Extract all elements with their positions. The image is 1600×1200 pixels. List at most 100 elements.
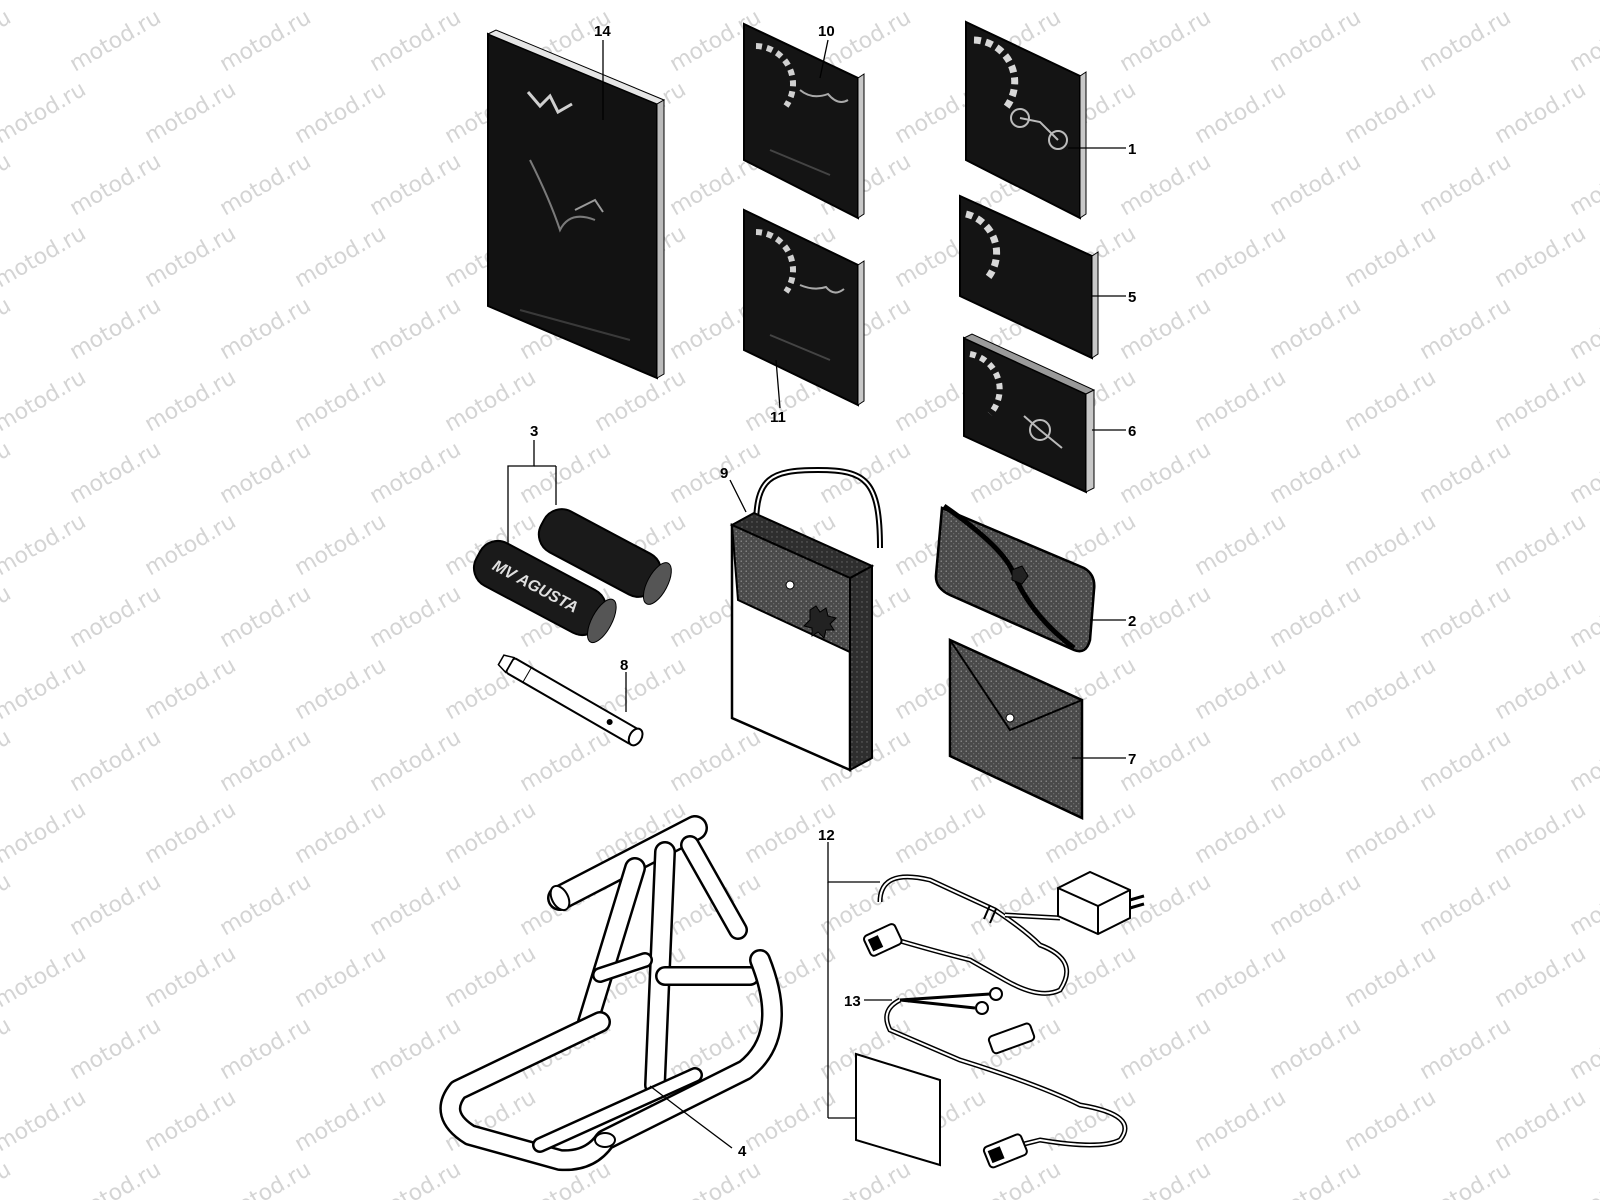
callout-12: 12 <box>818 827 835 844</box>
watermark-text: motod.ru <box>141 941 241 1013</box>
watermark-text: motod.ru <box>216 149 316 221</box>
watermark-text: motod.ru <box>1341 221 1441 293</box>
watermark-text: motod.ru <box>891 797 991 869</box>
watermark-text: motod.ru <box>1566 1157 1600 1200</box>
watermark-text: motod.ru <box>0 509 90 581</box>
watermark-text: motod.ru <box>591 0 691 5</box>
watermark-text: motod.ru <box>1416 1157 1516 1200</box>
watermark-text: motod.ru <box>1266 581 1366 653</box>
callout-4: 4 <box>738 1143 747 1160</box>
watermark-text: motod.ru <box>216 869 316 941</box>
watermark-text: motod.ru <box>0 293 15 365</box>
watermark-text: motod.ru <box>0 1157 15 1200</box>
watermark-text: motod.ru <box>1266 149 1366 221</box>
watermark-text: motod.ru <box>1416 293 1516 365</box>
part-4-rear-paddock-stand <box>439 815 783 1172</box>
watermark-text: motod.ru <box>291 221 391 293</box>
watermark-text: motod.ru <box>66 293 166 365</box>
watermark-text: motod.ru <box>741 0 841 5</box>
callout-2: 2 <box>1128 613 1136 630</box>
watermark-text: motod.ru <box>1491 0 1591 5</box>
part-11-manual <box>743 208 865 407</box>
watermark-text: motod.ru <box>1341 77 1441 149</box>
watermark-text: motod.ru <box>291 0 391 5</box>
watermark-text: motod.ru <box>1191 941 1291 1013</box>
watermark-text: motod.ru <box>1191 0 1291 5</box>
watermark-text: motod.ru <box>0 0 90 5</box>
watermark-text: motod.ru <box>1566 293 1600 365</box>
watermark-text: motod.ru <box>1416 149 1516 221</box>
watermark-text: motod.ru <box>1491 77 1591 149</box>
watermark-text: motod.ru <box>441 365 541 437</box>
watermark-text: motod.ru <box>1266 5 1366 77</box>
part-6-booklet <box>962 333 1096 494</box>
watermark-text: motod.ru <box>291 797 391 869</box>
watermark-text: motod.ru <box>1116 149 1216 221</box>
watermark-text: motod.ru <box>1041 0 1141 5</box>
watermark-text: motod.ru <box>141 221 241 293</box>
watermark-text: motod.ru <box>66 869 166 941</box>
watermark-text: motod.ru <box>216 581 316 653</box>
watermark-text: motod.ru <box>1116 437 1216 509</box>
watermark-text: motod.ru <box>141 1085 241 1157</box>
watermark-text: motod.ru <box>66 1013 166 1085</box>
part-12-battery-charger <box>863 870 1145 996</box>
watermark-text: motod.ru <box>816 1157 916 1200</box>
watermark-text: motod.ru <box>366 1157 466 1200</box>
watermark-text: motod.ru <box>366 581 466 653</box>
watermark-text: motod.ru <box>141 509 241 581</box>
callout-3: 3 <box>530 423 538 440</box>
watermark-text: motod.ru <box>0 725 15 797</box>
watermark-text: motod.ru <box>0 5 15 77</box>
watermark-text: motod.ru <box>216 1157 316 1200</box>
watermark-text: motod.ru <box>291 365 391 437</box>
watermark-text: motod.ru <box>1491 941 1591 1013</box>
watermark-text: motod.ru <box>1266 1157 1366 1200</box>
watermark-text: motod.ru <box>1491 365 1591 437</box>
watermark-text: motod.ru <box>1566 1013 1600 1085</box>
watermark-text: motod.ru <box>0 653 90 725</box>
watermark-text: motod.ru <box>216 1013 316 1085</box>
watermark-text: motod.ru <box>291 1085 391 1157</box>
watermark-text: motod.ru <box>1341 0 1441 5</box>
watermark-text: motod.ru <box>666 1157 766 1200</box>
watermark-text: motod.ru <box>1266 437 1366 509</box>
watermark-text: motod.ru <box>1191 1085 1291 1157</box>
watermark-text: motod.ru <box>0 1085 90 1157</box>
watermark-text: motod.ru <box>1566 869 1600 941</box>
watermark-text: motod.ru <box>0 797 90 869</box>
callout-5: 5 <box>1128 289 1136 306</box>
watermark-text: motod.ru <box>1416 1013 1516 1085</box>
watermark-text: motod.ru <box>366 869 466 941</box>
watermark-text: motod.ru <box>1191 365 1291 437</box>
watermark-text: motod.ru <box>891 0 991 5</box>
watermark-text: motod.ru <box>816 869 916 941</box>
watermark-text: motod.ru <box>1566 149 1600 221</box>
watermark-text: motod.ru <box>441 0 541 5</box>
watermark-text: motod.ru <box>1566 437 1600 509</box>
part-5-booklet <box>959 194 1099 360</box>
callout-14: 14 <box>594 23 611 40</box>
watermark-text: motod.ru <box>291 941 391 1013</box>
watermark-text: motod.ru <box>66 1157 166 1200</box>
watermark-text: motod.ru <box>0 149 15 221</box>
watermark-text: motod.ru <box>141 77 241 149</box>
watermark-text: motod.ru <box>1191 221 1291 293</box>
watermark-text: motod.ru <box>1341 797 1441 869</box>
watermark-text: motod.ru <box>1341 1085 1441 1157</box>
watermark-text: motod.ru <box>66 725 166 797</box>
watermark-text: motod.ru <box>666 725 766 797</box>
callout-labels: 14 10 1 5 6 11 3 9 2 8 7 12 13 4 <box>530 23 1136 1160</box>
watermark-text: motod.ru <box>0 221 90 293</box>
part-8-spark-plug-wrench <box>497 654 644 747</box>
watermark-text: motod.ru <box>1341 653 1441 725</box>
callout-9: 9 <box>720 465 728 482</box>
watermark-text: motod.ru <box>1191 77 1291 149</box>
watermark-text: motod.ru <box>291 509 391 581</box>
part-7-envelope-pouch <box>948 638 1084 820</box>
watermark-text: motod.ru <box>1416 869 1516 941</box>
watermark-text: motod.ru <box>66 581 166 653</box>
watermark-text: motod.ru <box>516 725 616 797</box>
watermark-text: motod.ru <box>66 437 166 509</box>
watermark-text: motod.ru <box>591 365 691 437</box>
